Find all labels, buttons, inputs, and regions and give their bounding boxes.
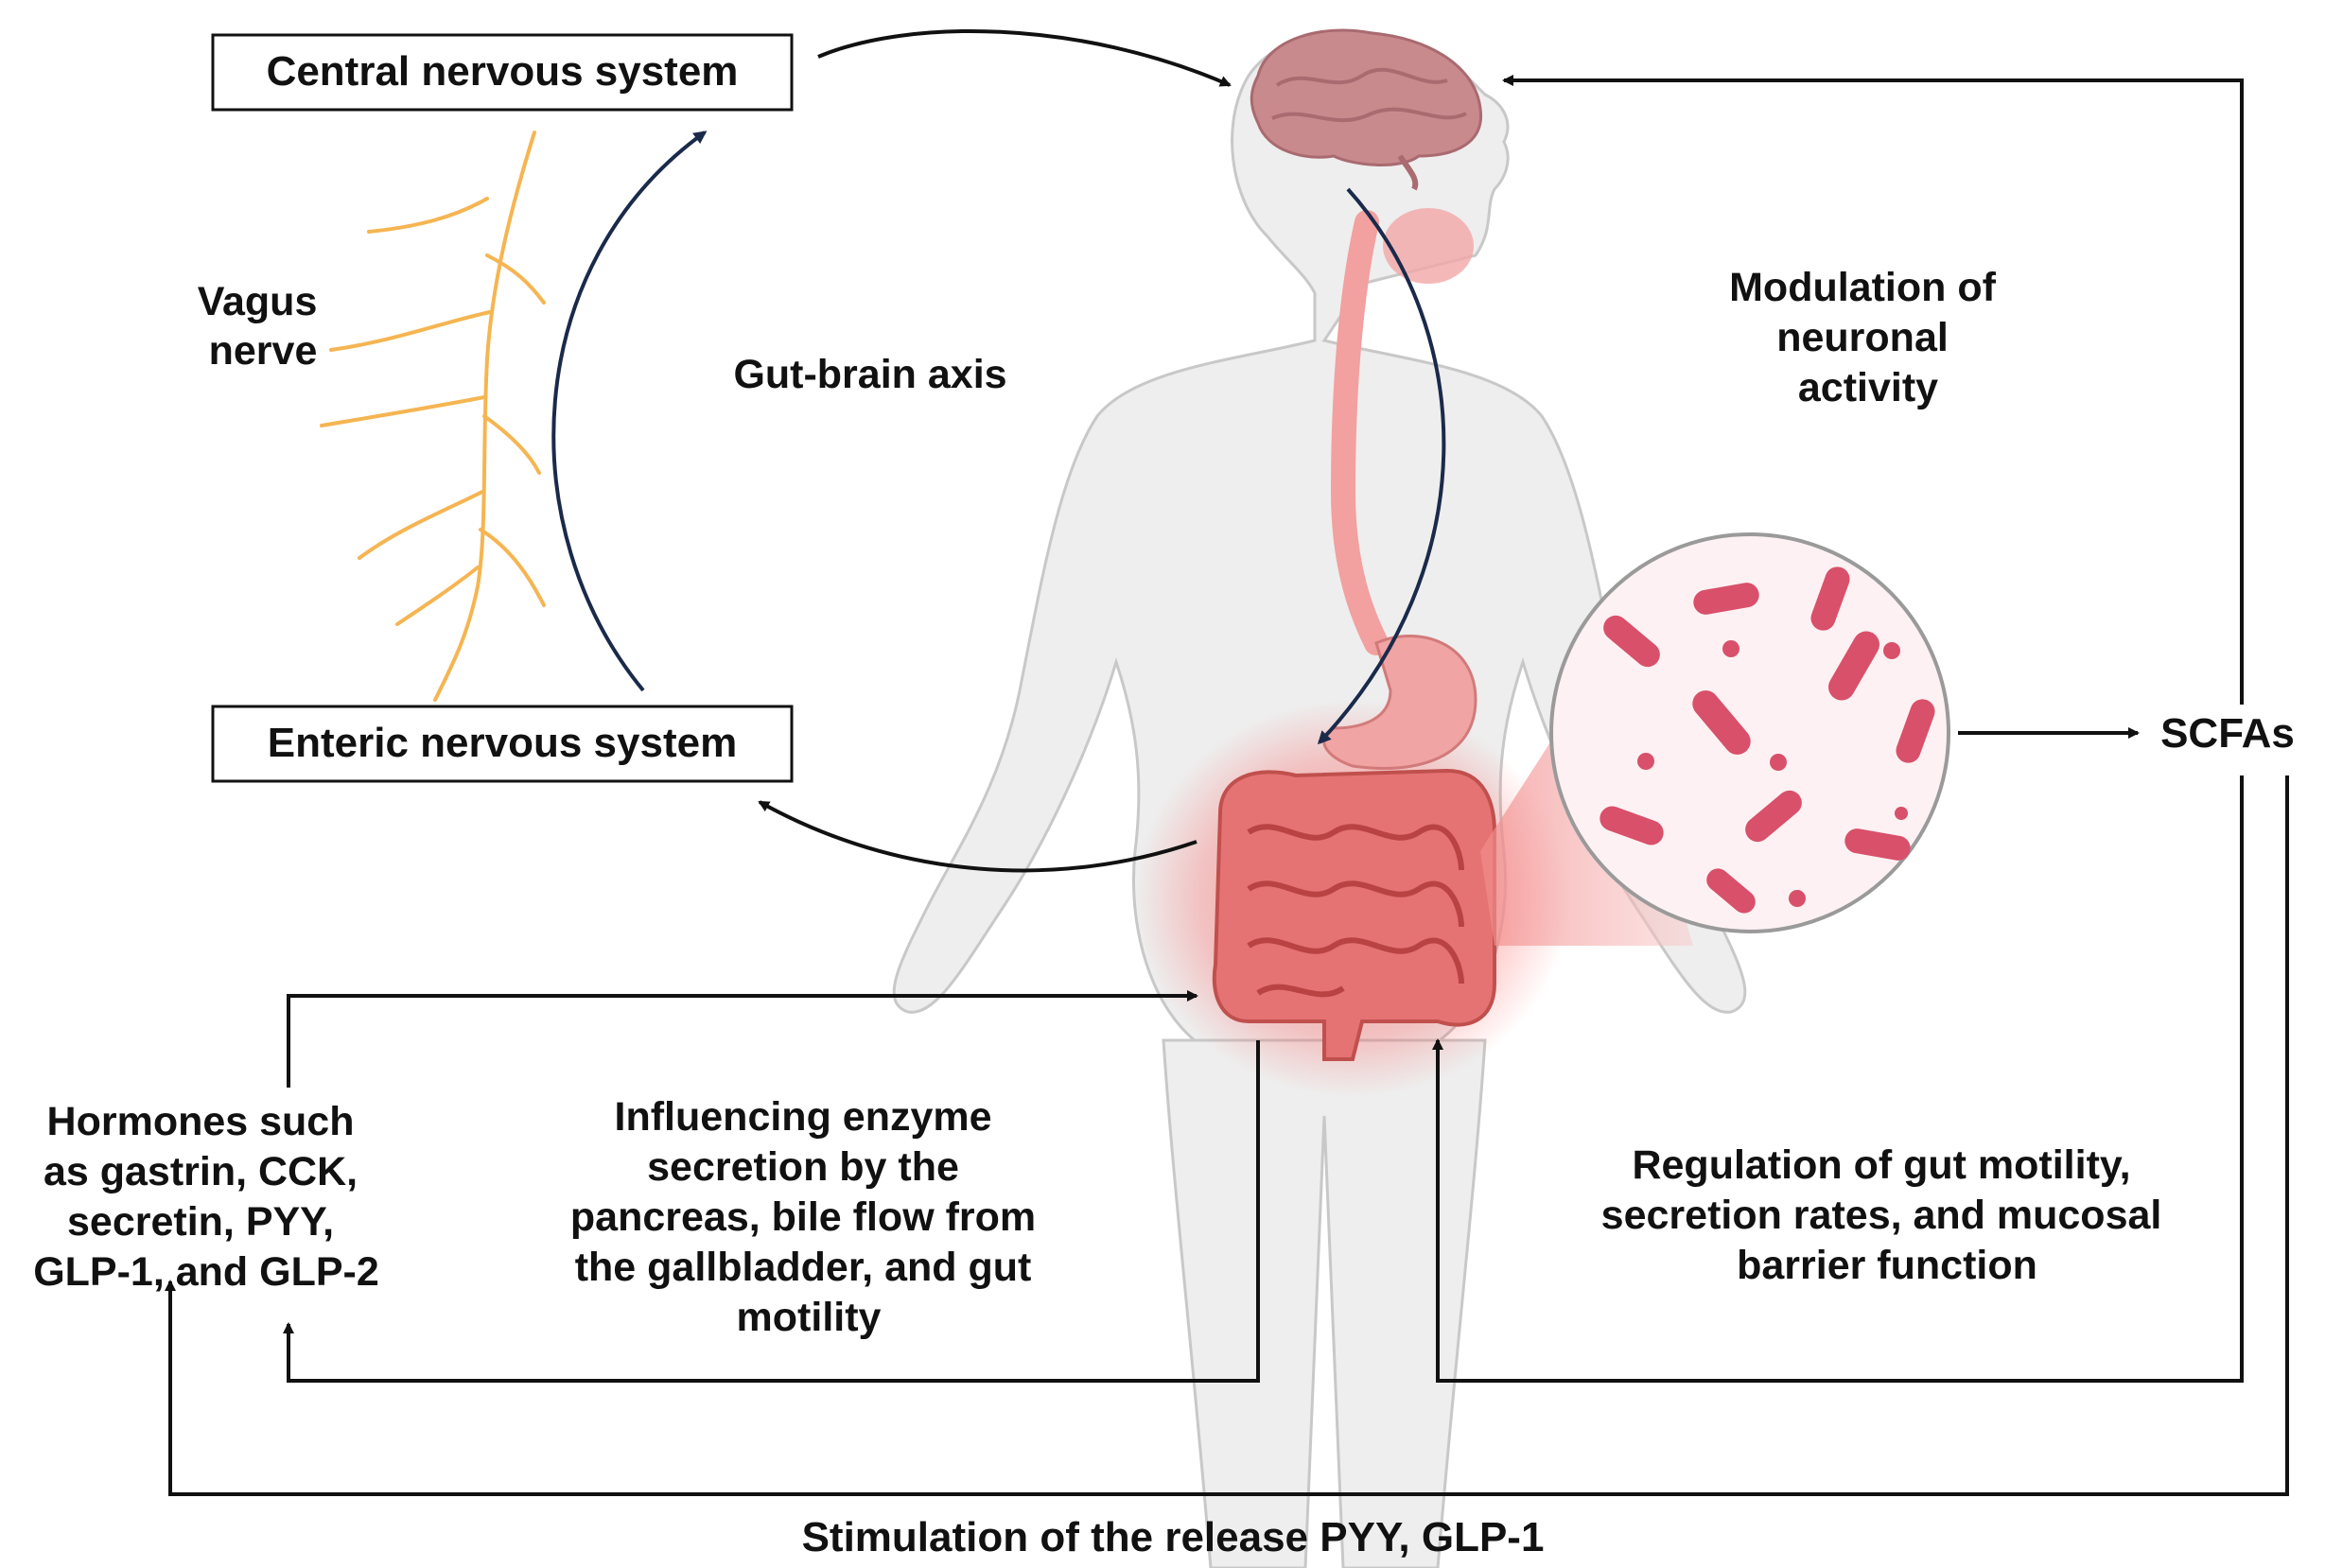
gut-brain-axis-label: Gut-brain axis	[733, 352, 1006, 397]
modulation-label: Modulation of neuronal activity	[1729, 265, 2007, 410]
enzyme-secretion-label: Influencing enzyme secretion by the panc…	[570, 1094, 1047, 1340]
vagus-nerve-icon	[320, 131, 546, 702]
mouth-icon	[1383, 208, 1474, 284]
gut-to-ens-arrow	[758, 800, 1197, 873]
cns-box: Central nervous system	[211, 33, 794, 112]
scfas-to-brain-arrow	[1502, 75, 2244, 705]
scfas-to-gut-regulation-arrow	[1432, 775, 2244, 1383]
cns-to-brain-arrow	[817, 29, 1232, 87]
bacteria-magnifier-icon	[1549, 532, 1950, 933]
ens-box: Enteric nervous system	[211, 705, 794, 783]
hormones-to-gut-arrow	[287, 990, 1198, 1088]
cns-label: Central nervous system	[267, 48, 739, 95]
hormones-label: Hormones such as gastrin, CCK, secretin,…	[33, 1099, 379, 1295]
brain-to-gut-arrow	[1317, 187, 1446, 745]
vagus-nerve-label: Vagus nerve	[198, 279, 329, 374]
scfas-label: SCFAs	[2160, 710, 2295, 757]
gut-to-hormones-arrow	[283, 1040, 1260, 1383]
ens-label: Enteric nervous system	[268, 720, 737, 766]
scfas-stimulation-arrow	[165, 775, 2289, 1496]
ens-to-cns-arrow	[551, 131, 708, 692]
stimulation-label: Stimulation of the release PYY, GLP-1	[802, 1514, 1545, 1560]
esophagus-icon	[1330, 210, 1389, 655]
gut-regulation-label: Regulation of gut motility, secretion ra…	[1601, 1142, 2174, 1288]
brain-icon	[1250, 28, 1483, 191]
intestine-icon	[1212, 635, 1496, 1061]
